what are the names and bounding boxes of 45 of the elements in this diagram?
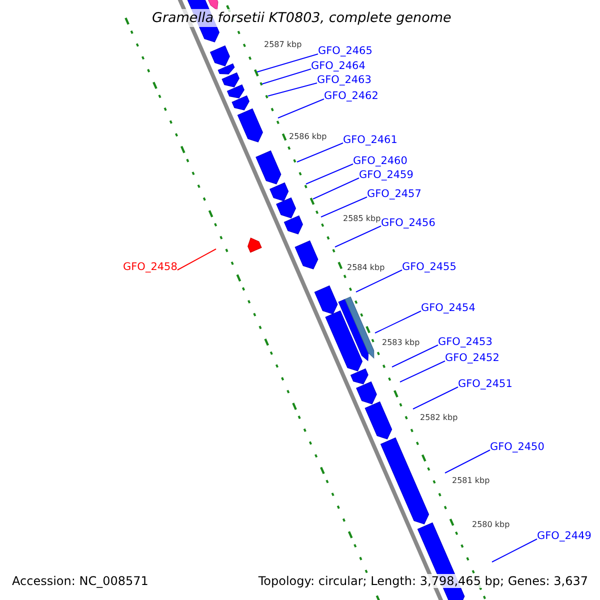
scale-label: 2587 kbp — [264, 40, 302, 49]
leader-line — [278, 98, 324, 118]
leader-line — [312, 178, 360, 200]
leader-line — [392, 344, 438, 368]
scale-label: 2583 kbp — [382, 338, 420, 347]
leader-line — [306, 164, 354, 184]
gene-label: GFO_2455 — [402, 261, 456, 273]
footer-text: Topology: circular; Length: 3,798,465 bp; Genes: 3,637 — [256, 574, 590, 588]
gene-label: GFO_2456 — [381, 217, 436, 229]
leader-line — [320, 196, 368, 218]
leader-line — [356, 270, 402, 292]
leader-line — [296, 142, 344, 162]
leader-line — [412, 386, 458, 410]
scale-label: 2581 kbp — [452, 476, 490, 485]
scale-label: 2580 kbp — [472, 520, 510, 529]
leader-line — [334, 226, 382, 248]
scale-label: 2584 kbp — [347, 263, 385, 272]
gene-label: GFO_2458 — [123, 261, 178, 273]
leader-line — [374, 310, 422, 334]
gene-label: GFO_2459 — [359, 169, 414, 181]
leader-line — [400, 360, 446, 382]
leader-line — [176, 248, 216, 270]
gene-label: GFO_2449 — [537, 530, 592, 542]
scale-label: 2585 kbp — [343, 214, 381, 223]
leader-line — [268, 82, 318, 96]
gene-label: GFO_2454 — [421, 302, 476, 314]
gene-label: GFO_2461 — [343, 134, 398, 146]
leader-line — [256, 54, 318, 72]
gene-label: GFO_2463 — [317, 74, 372, 86]
leader-line — [262, 68, 312, 84]
gene-label: GFO_2464 — [311, 60, 366, 72]
leader-line — [492, 538, 538, 562]
footer-text: Accession: NC_008571 — [10, 574, 150, 588]
scale-label: 2586 kbp — [289, 132, 327, 141]
gene-label: GFO_2451 — [458, 378, 512, 390]
leader-line — [444, 450, 490, 474]
gene-label: GFO_2460 — [353, 155, 408, 167]
scale-label: 2582 kbp — [420, 413, 458, 422]
gene-label: GFO_2462 — [324, 90, 378, 102]
gene-label: GFO_2457 — [367, 188, 422, 200]
gene-label: GFO_2452 — [445, 352, 500, 364]
gene-label: GFO_2465 — [318, 45, 372, 57]
diagram-title: Gramella forsetii KT0803, complete genome — [150, 9, 454, 27]
gene-label: GFO_2453 — [438, 336, 492, 348]
gene-label: GFO_2450 — [490, 441, 544, 453]
